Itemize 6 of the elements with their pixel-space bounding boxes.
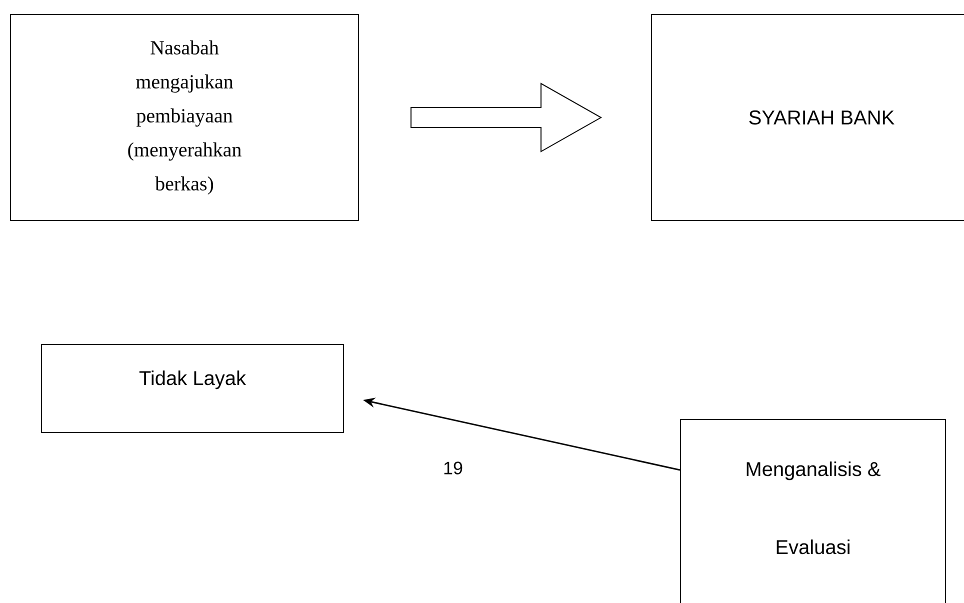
process-box: Menganalisis & Evaluasi [680,419,946,603]
process-box: SYARIAH BANK [651,14,964,221]
block-arrow [410,82,602,152]
process-box: Nasabah mengajukan pembiayaan (menyerahkan berkas) [10,14,359,221]
process-box: Tidak Layak [41,344,344,433]
page-number: 19 [444,462,462,474]
